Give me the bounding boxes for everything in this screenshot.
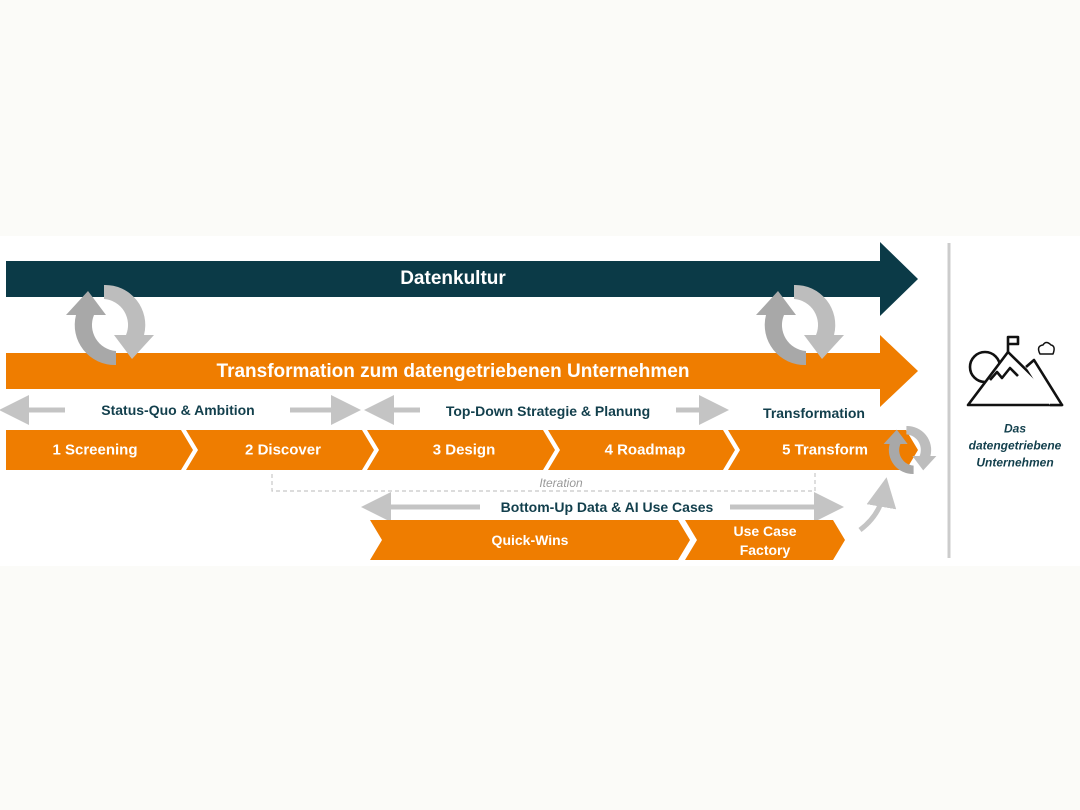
step-transform: 5 Transform: [782, 441, 868, 459]
culture-label: Datenkultur: [400, 268, 506, 289]
step-roadmap: 4 Roadmap: [604, 441, 686, 459]
goal-line-2: datengetriebene: [968, 438, 1062, 453]
step-use-case-line2: Factory: [739, 542, 791, 558]
step-chevrons: [6, 430, 918, 560]
transformation-arrow: [6, 335, 918, 407]
goal-label: Das datengetriebene Unternehmen: [969, 421, 1062, 472]
mountain-flag-icon: [966, 335, 1064, 407]
curved-arrow: [858, 477, 897, 532]
phase-status-quo: Status-Quo & Ambition: [101, 402, 255, 418]
bottom-up-label: Bottom-Up Data & AI Use Cases: [500, 499, 714, 515]
culture-arrow: [6, 242, 918, 316]
transformation-label: Transformation zum datengetriebenen Unte…: [216, 361, 690, 382]
step-design: 3 Design: [432, 441, 496, 459]
phase-top-down: Top-Down Strategie & Planung: [445, 403, 651, 419]
goal-line-3: Unternehmen: [976, 455, 1054, 470]
iteration-label: Iteration: [539, 476, 583, 490]
step-use-case-line1: Use Case: [733, 523, 797, 539]
phase-arrows: [0, 395, 844, 522]
step-screening: 1 Screening: [52, 441, 138, 459]
phase-transformation: Transformation: [763, 405, 865, 421]
step-quick-wins: Quick-Wins: [491, 532, 569, 548]
goal-line-1: Das: [1003, 421, 1027, 436]
iteration-loop: [271, 472, 816, 492]
step-discover: 2 Discover: [245, 441, 321, 459]
